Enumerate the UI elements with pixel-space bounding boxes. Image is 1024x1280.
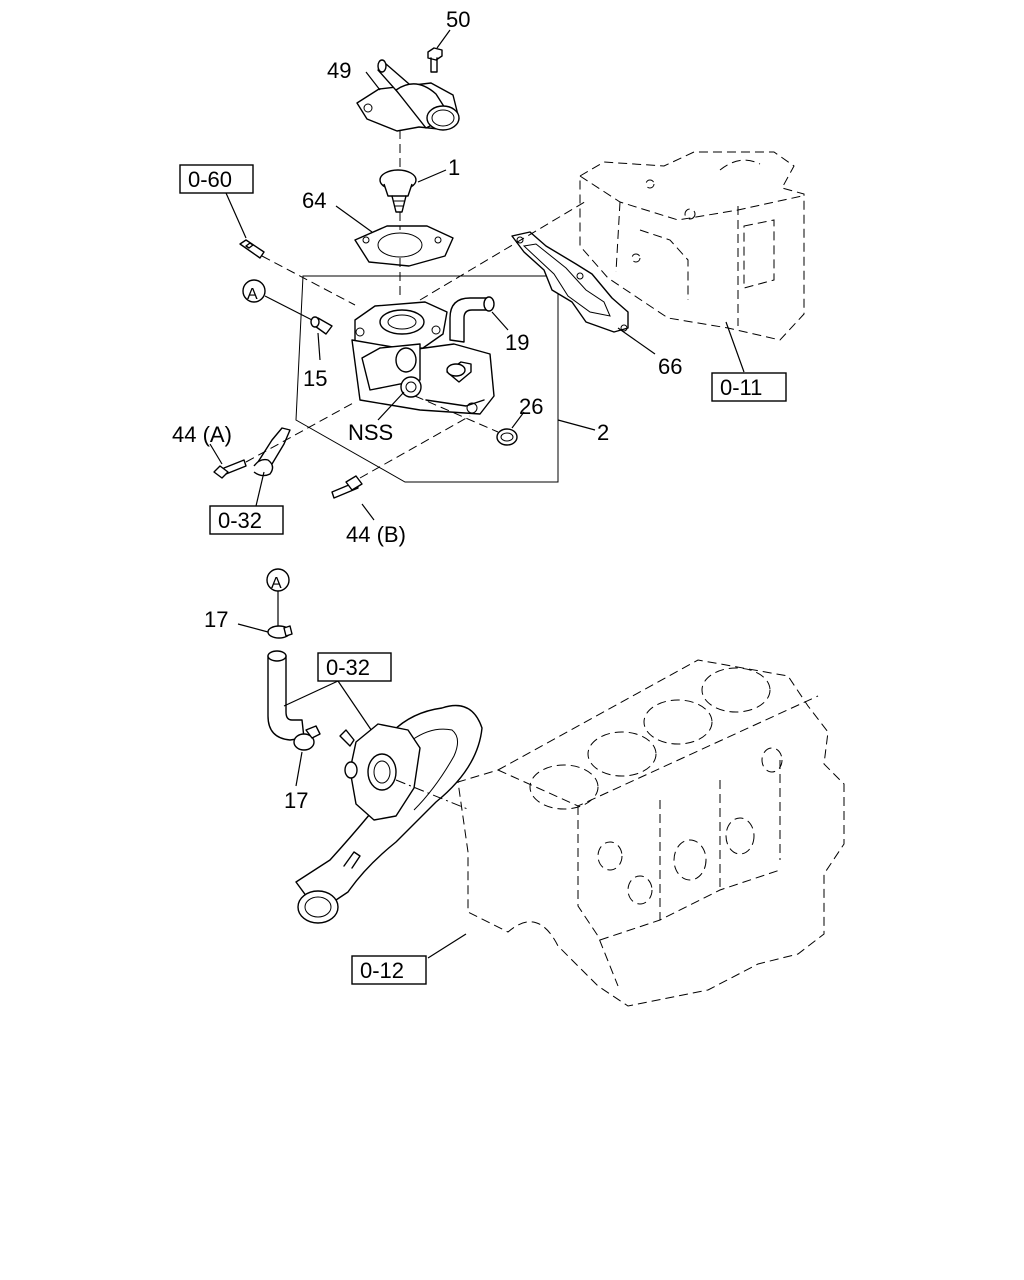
callout-26: 26 — [519, 394, 543, 419]
o-ring-26 — [496, 428, 518, 446]
cylinder-head — [579, 151, 805, 341]
callout-19: 19 — [505, 330, 529, 355]
water-outlet-49 — [356, 59, 460, 132]
cylinder-block — [457, 659, 845, 1007]
clamp-17-bottom — [293, 725, 321, 751]
ref-box-0-32-top[interactable] — [209, 505, 284, 535]
pipe-19 — [449, 296, 495, 343]
temp-sensor — [239, 239, 265, 259]
stud-44b — [331, 475, 363, 499]
thermostat-1 — [379, 169, 417, 213]
callout-44b: 44 (B) — [346, 522, 406, 547]
bolt-44a — [213, 459, 247, 479]
circle-ref-a-top-label[interactable]: A — [247, 286, 258, 303]
ref-0-32-top[interactable]: 0-32 — [218, 508, 262, 533]
ref-box-0-11[interactable] — [711, 372, 787, 402]
bolt-50 — [427, 47, 443, 73]
gasket-66 — [511, 231, 629, 333]
ref-0-32-bottom[interactable]: 0-32 — [326, 655, 370, 680]
water-pump-housing — [339, 723, 421, 821]
callout-2: 2 — [597, 420, 609, 445]
callout-15: 15 — [303, 366, 327, 391]
callout-1: 1 — [448, 155, 460, 180]
callout-17-top: 17 — [204, 607, 228, 632]
ref-box-0-12[interactable] — [351, 955, 427, 985]
circle-ref-a-top[interactable] — [242, 279, 266, 303]
callout-66: 66 — [658, 354, 682, 379]
bracket — [253, 427, 291, 477]
fitting-15 — [310, 316, 333, 335]
callout-17-bottom: 17 — [284, 788, 308, 813]
clamp-17-top — [267, 625, 293, 639]
ref-0-12[interactable]: 0-12 — [360, 958, 404, 983]
ref-0-11[interactable]: 0-11 — [720, 375, 762, 400]
callout-49: 49 — [327, 58, 351, 83]
thermostat-housing-2 — [351, 301, 495, 415]
callout-44a: 44 (A) — [172, 422, 232, 447]
ref-0-60[interactable]: 0-60 — [188, 167, 232, 192]
hose — [267, 650, 305, 741]
callout-50: 50 — [446, 7, 470, 32]
ref-box-0-60[interactable] — [179, 164, 254, 194]
callout-64: 64 — [302, 188, 326, 213]
gasket-64 — [354, 225, 454, 267]
circle-ref-a-bottom-label[interactable]: A — [271, 575, 282, 592]
housing-frame — [295, 275, 559, 483]
callout-nss: NSS — [348, 420, 393, 445]
ref-box-0-32-bottom[interactable] — [317, 652, 392, 682]
